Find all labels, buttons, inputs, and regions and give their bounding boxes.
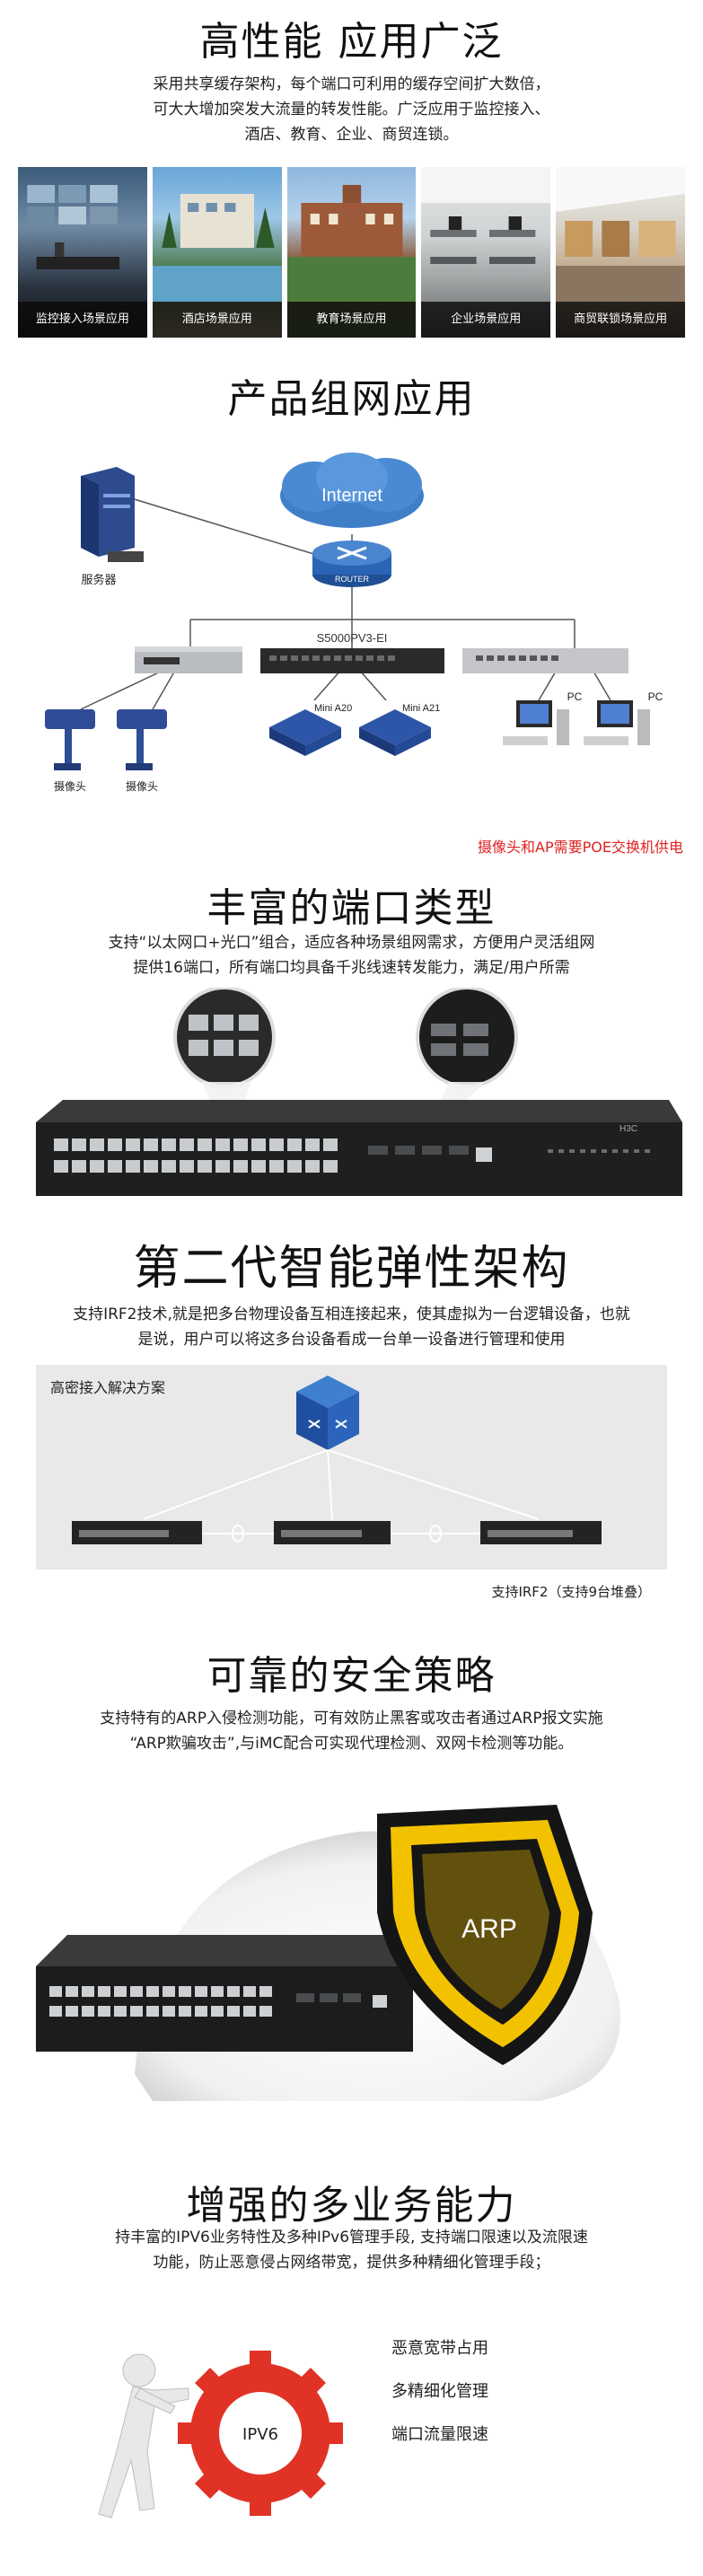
desc-line: 可大大增加突发大流量的转发性能。广泛应用于监控接入、 — [153, 101, 550, 119]
scene-label: 监控接入场景应用 — [18, 302, 147, 338]
router-icon — [312, 541, 391, 587]
section-desc-security: 支持特有的ARP入侵检测功能，可有效防止黑客或攻击者通过ARP报文实施 “ARP… — [0, 1706, 703, 1756]
server-label: 服务器 — [81, 573, 116, 587]
feature-list: 恶意宽带占用 多精细化管理 端口流量限速 — [391, 2327, 607, 2457]
desc-line: 是说，用户可以将这多台设备看成一台单一设备进行管理和使用 — [137, 1331, 566, 1349]
section-title-ports: 丰富的端口类型 — [207, 885, 496, 931]
access-switch-right-icon — [462, 648, 628, 673]
section-title-irf: 第二代智能弹性架构 — [133, 1242, 570, 1296]
feature-item: 恶意宽带占用 — [391, 2339, 488, 2358]
desc-line: 支持特有的ARP入侵检测功能，可有效防止黑客或攻击者通过ARP报文实施 — [100, 1710, 603, 1728]
scene-image-strip: 监控接入场景应用 酒店场景应用 教育场景应用 企业场景应用 — [18, 167, 685, 338]
section-desc-irf: 支持IRF2技术,就是把多台物理设备互相连接起来，使其虚拟为一台逻辑设备，也就 … — [0, 1302, 703, 1352]
scene-label: 商贸联锁场景应用 — [556, 302, 685, 338]
camera-label: 摄像头 — [54, 779, 86, 793]
pc-icon-2 — [584, 700, 650, 745]
server-icon — [81, 467, 144, 562]
camera-icon-1 — [45, 709, 95, 770]
access-switch-center-icon — [260, 648, 444, 673]
desc-line: 支持“以太网口+光口”组合，适应各种场景组网需求，方便用户灵活组网 — [108, 934, 595, 952]
section-title-security: 可靠的安全策略 — [207, 1653, 496, 1699]
ap-label: Mini A20 — [314, 703, 352, 714]
fiber-port-zoom-icon — [416, 986, 518, 1088]
section-desc-multiservice: 持丰富的IPV6业务特性及多种IPv6管理手段, 支持端口限速以及流限速 功能，… — [0, 2225, 703, 2275]
brand-logo: H3C — [620, 1124, 637, 1134]
person-figure-icon — [98, 2353, 189, 2519]
irf-box-title: 高密接入解决方案 — [50, 1379, 166, 1396]
irf-stacking-diagram: 高密接入解决方案 — [36, 1365, 667, 1569]
ethernet-port-bank — [54, 1139, 338, 1173]
pc-label: PC — [567, 690, 583, 703]
access-switch-left-icon — [135, 646, 242, 673]
desc-line: “ARP欺骗攻击”,与iMC配合可实现代理检测、双网卡检测等功能。 — [129, 1735, 574, 1753]
switch-port-closeup-image: H3C — [0, 986, 703, 1230]
ethernet-port-zoom-icon — [173, 986, 276, 1088]
desc-line: 酒店、教育、企业、商贸连锁。 — [244, 126, 459, 144]
internet-label: Internet — [321, 486, 382, 506]
irf-stack-note: 支持IRF2（支持9台堆叠） — [491, 1584, 651, 1600]
desc-line: 支持IRF2技术,就是把多台物理设备互相连接起来，使其虚拟为一台逻辑设备，也就 — [73, 1306, 630, 1323]
access-point-icon-2 — [359, 709, 431, 756]
desc-line: 功能，防止恶意侵占网络带宽，提供多种精细化管理手段； — [153, 2254, 550, 2272]
switch-model-label: S5000PV3-EI — [317, 631, 388, 645]
scene-education-image: 教育场景应用 — [286, 167, 417, 338]
scene-monitoring-image: 监控接入场景应用 — [18, 167, 147, 338]
arp-shield-label: ARP — [461, 1914, 517, 1944]
camera-icon-2 — [117, 709, 167, 770]
section-title-network: 产品组网应用 — [227, 376, 476, 422]
scene-enterprise-image: 企业场景应用 — [421, 167, 551, 338]
stack-switch-icon-3 — [480, 1521, 602, 1544]
network-topology-diagram: Internet ROUTER 服务器 S5000PV3-EI — [0, 440, 703, 871]
ipv6-gear-figure-image: IPV6 — [54, 2299, 395, 2568]
camera-label: 摄像头 — [126, 779, 158, 793]
internet-cloud-icon — [280, 453, 424, 528]
ap-label: Mini A21 — [402, 703, 440, 714]
stack-switch-icon-1 — [72, 1521, 202, 1544]
feature-item: 多精细化管理 — [391, 2382, 488, 2401]
ipv6-gear-label: IPV6 — [242, 2425, 278, 2444]
scene-label: 酒店场景应用 — [152, 302, 282, 338]
router-label: ROUTER — [335, 575, 370, 584]
arp-shield-icon — [377, 1805, 593, 2065]
pc-icon-1 — [503, 700, 569, 745]
desc-line: 提供16端口，所有端口均具备千兆线速转发能力，满足/用户所需 — [133, 959, 570, 977]
scene-retail-image: 商贸联锁场景应用 — [556, 167, 685, 338]
scene-label: 企业场景应用 — [421, 302, 551, 338]
fiber-port-bank — [368, 1146, 469, 1155]
access-point-icon-1 — [269, 709, 341, 756]
desc-line: 采用共享缓存架构，每个端口可利用的缓存空间扩大数倍， — [153, 75, 550, 93]
feature-item: 端口流量限速 — [391, 2425, 488, 2444]
stack-switch-icon-2 — [274, 1521, 391, 1544]
desc-line: 持丰富的IPV6业务特性及多种IPv6管理手段, 支持端口限速以及流限速 — [115, 2229, 588, 2246]
scene-label: 教育场景应用 — [286, 302, 417, 338]
poe-power-note: 摄像头和AP需要POE交换机供电 — [478, 839, 683, 856]
section-desc-performance: 采用共享缓存架构，每个端口可利用的缓存空间扩大数倍， 可大大增加突发大流量的转发… — [0, 72, 703, 147]
core-switch-icon — [296, 1376, 359, 1450]
scene-hotel-image: 酒店场景应用 — [152, 167, 282, 338]
arp-shield-switch-image: ARP — [0, 1778, 703, 2182]
section-title-performance: 高性能 应用广泛 — [199, 19, 504, 65]
pc-label: PC — [648, 690, 663, 703]
section-desc-ports: 支持“以太网口+光口”组合，适应各种场景组网需求，方便用户灵活组网 提供16端口… — [0, 930, 703, 980]
section-title-multiservice: 增强的多业务能力 — [186, 2183, 517, 2229]
